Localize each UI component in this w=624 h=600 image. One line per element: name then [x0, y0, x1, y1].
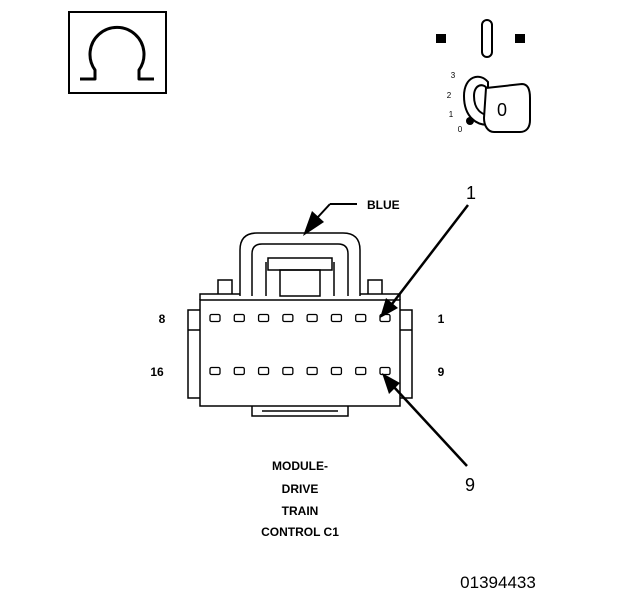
color-callout: BLUE [303, 198, 400, 236]
key-position-2: 2 [447, 91, 452, 100]
figure-id: 01394433 [460, 573, 536, 592]
pin-cavity-bottom-5 [306, 366, 318, 376]
pin-cavity-bottom-7 [355, 366, 367, 376]
pin-cavity-top-2 [233, 313, 245, 323]
pin-row-top [209, 313, 391, 323]
pin-cavity-bottom-8 [379, 366, 391, 376]
connector-title: MODULE- DRIVE TRAIN CONTROL C1 [261, 459, 339, 539]
key-position-0: 0 [458, 125, 463, 134]
pin-cavity-top-3 [257, 313, 270, 323]
pin-1-callout-label: 1 [466, 183, 476, 203]
top-row-right-pin-label: 1 [438, 312, 445, 326]
key-position-1: 1 [449, 110, 454, 119]
pin-9-callout: 9 [382, 373, 475, 495]
pin-cavity-top-7 [355, 313, 367, 323]
ohm-icon [80, 25, 154, 81]
connector-title-line-3: TRAIN [282, 504, 319, 518]
pin-9-callout-label: 9 [465, 475, 475, 495]
pin-cavity-bottom-6 [330, 366, 343, 376]
pin-cavity-top-5 [306, 313, 318, 323]
pin-cavity-top-1 [209, 313, 221, 323]
ohm-symbol [68, 11, 167, 94]
key-label: 0 [497, 100, 507, 120]
color-arrow [303, 211, 324, 236]
connector-title-line-2: DRIVE [282, 482, 319, 496]
pin-cavity-bottom-4 [282, 366, 294, 376]
pin-cavity-bottom-2 [233, 366, 245, 376]
pin-1-callout: 1 [380, 183, 476, 318]
top-row-left-pin-label: 8 [159, 312, 166, 326]
key-position-dot [466, 117, 474, 125]
bottom-row-left-pin-label: 16 [150, 365, 164, 379]
pin-cavity-bottom-3 [257, 366, 270, 376]
connector-title-line-4: CONTROL C1 [261, 525, 339, 539]
connector-color-label: BLUE [367, 198, 400, 212]
terminal-slot [481, 19, 493, 58]
pin-cavity-top-6 [330, 313, 343, 323]
bottom-row-right-pin-label: 9 [438, 365, 445, 379]
pin-cavity-top-4 [282, 313, 294, 323]
pin-cavity-bottom-1 [209, 366, 221, 376]
terminal-left [436, 34, 446, 43]
ignition-key-icon: 3 2 1 0 0 [436, 19, 531, 134]
pin-row-bottom [209, 366, 391, 376]
connector-title-line-1: MODULE- [272, 459, 328, 473]
connector-body [187, 232, 413, 417]
terminal-right [515, 34, 525, 43]
key-head [482, 82, 531, 133]
key-position-3: 3 [451, 71, 456, 80]
